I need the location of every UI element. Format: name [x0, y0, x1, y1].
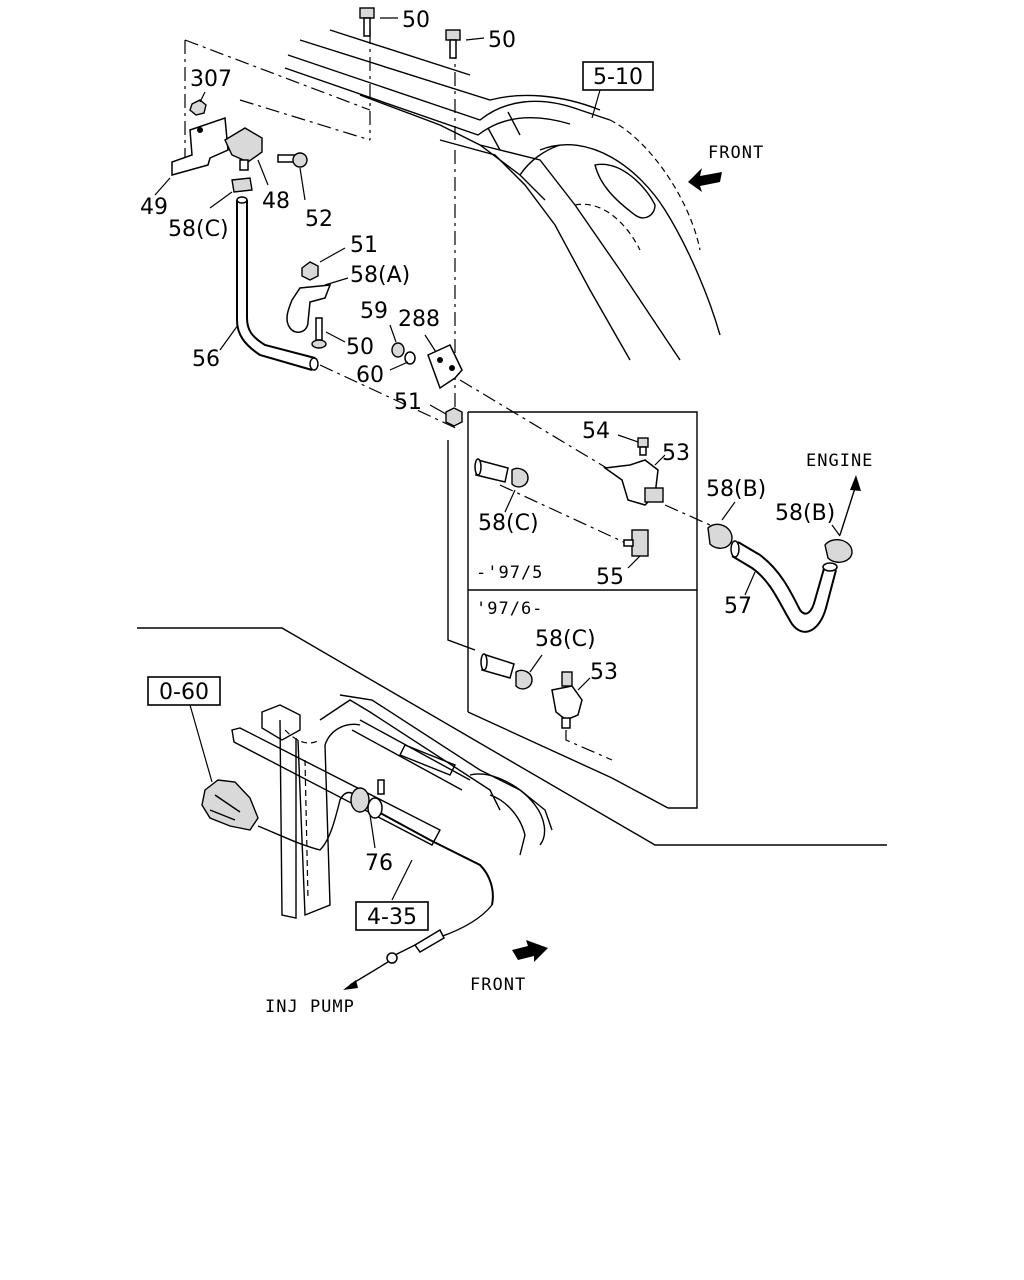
connector-55: [623, 529, 649, 569]
bracket-288: [424, 334, 463, 390]
ref-4-35: 4-35: [367, 905, 417, 930]
actuator: [189, 704, 259, 831]
label-period-a: -'97/5: [476, 563, 543, 583]
clamp-58c-top: [209, 177, 253, 209]
nut-51-b: [429, 404, 463, 427]
nut-51-a: [301, 247, 346, 281]
section-divider: [137, 627, 887, 846]
hose-57: [730, 540, 838, 633]
callout-50-b: 50: [488, 28, 516, 53]
label-engine: ENGINE: [806, 451, 873, 471]
bolt-50-a: [359, 7, 398, 37]
callout-55: 55: [596, 565, 624, 590]
clamp-58b-a: [707, 501, 736, 549]
tee-fitting-53-b: [551, 671, 613, 761]
callout-58c-low: 58(C): [535, 627, 596, 652]
body-frame-top: [284, 29, 721, 361]
label-front-top: FRONT: [708, 143, 764, 163]
callout-58c-top: 58(C): [168, 217, 229, 242]
hose-stub-upper: [474, 458, 509, 483]
clamp-58c-mid: [504, 467, 529, 513]
bolt-52: [277, 152, 308, 201]
body-frame-lower: [231, 694, 553, 919]
hose-stub-lower: [480, 653, 515, 679]
bleeder-54: [617, 434, 649, 456]
bracket-49: [154, 116, 229, 196]
callout-59: 59: [360, 299, 388, 324]
tee-fitting-53-a: [602, 454, 666, 506]
label-inj-pump: INJ PUMP: [265, 997, 355, 1017]
callout-53-b: 53: [590, 660, 618, 685]
callout-307: 307: [190, 67, 232, 92]
ref-5-10: 5-10: [593, 65, 643, 90]
callout-56: 56: [192, 347, 220, 372]
label-front-bottom: FRONT: [470, 975, 526, 995]
callout-58c-mid: 58(C): [478, 511, 539, 536]
front-arrow-bottom-icon: [512, 940, 548, 962]
clamp-58c-low: [515, 654, 543, 690]
callout-58b-b: 58(B): [775, 501, 835, 526]
washer-59: [389, 324, 405, 358]
bolt-50-c: [311, 317, 346, 349]
front-arrow-top-icon: [688, 168, 722, 192]
ref-box-5-10[interactable]: 5-10: [582, 61, 654, 119]
throttle-cable: [257, 791, 494, 990]
grommet-76: [350, 779, 385, 849]
callout-58a: 58(A): [350, 263, 410, 288]
callout-76: 76: [365, 851, 393, 876]
callout-54: 54: [582, 419, 610, 444]
callout-48: 48: [262, 189, 290, 214]
callout-52: 52: [305, 207, 333, 232]
ref-box-0-60[interactable]: 0-60: [147, 676, 221, 706]
callout-51-a: 51: [350, 233, 378, 258]
ref-box-4-35[interactable]: 4-35: [355, 901, 429, 931]
clip-58a: [286, 277, 349, 333]
callout-50-a: 50: [402, 8, 430, 33]
callout-53-a: 53: [662, 441, 690, 466]
callout-288: 288: [398, 307, 440, 332]
ref-0-60: 0-60: [159, 680, 209, 705]
callout-50-c: 50: [346, 335, 374, 360]
variant-detail-box: [447, 411, 698, 809]
label-period-b: '97/6-: [476, 599, 543, 619]
sensor-48: [224, 127, 269, 186]
nut-307: [189, 91, 207, 116]
callout-57: 57: [724, 594, 752, 619]
clamp-58b-b: [824, 524, 853, 563]
engine-arrow: [839, 475, 861, 536]
callout-51-b: 51: [394, 390, 422, 415]
ref-4-35-leader: [391, 859, 413, 901]
callout-49: 49: [140, 195, 168, 220]
bolt-50-b: [445, 29, 485, 59]
callout-60: 60: [356, 363, 384, 388]
hose-56: [219, 196, 319, 371]
callout-58b-a: 58(B): [706, 477, 766, 502]
washer-60: [389, 351, 416, 371]
